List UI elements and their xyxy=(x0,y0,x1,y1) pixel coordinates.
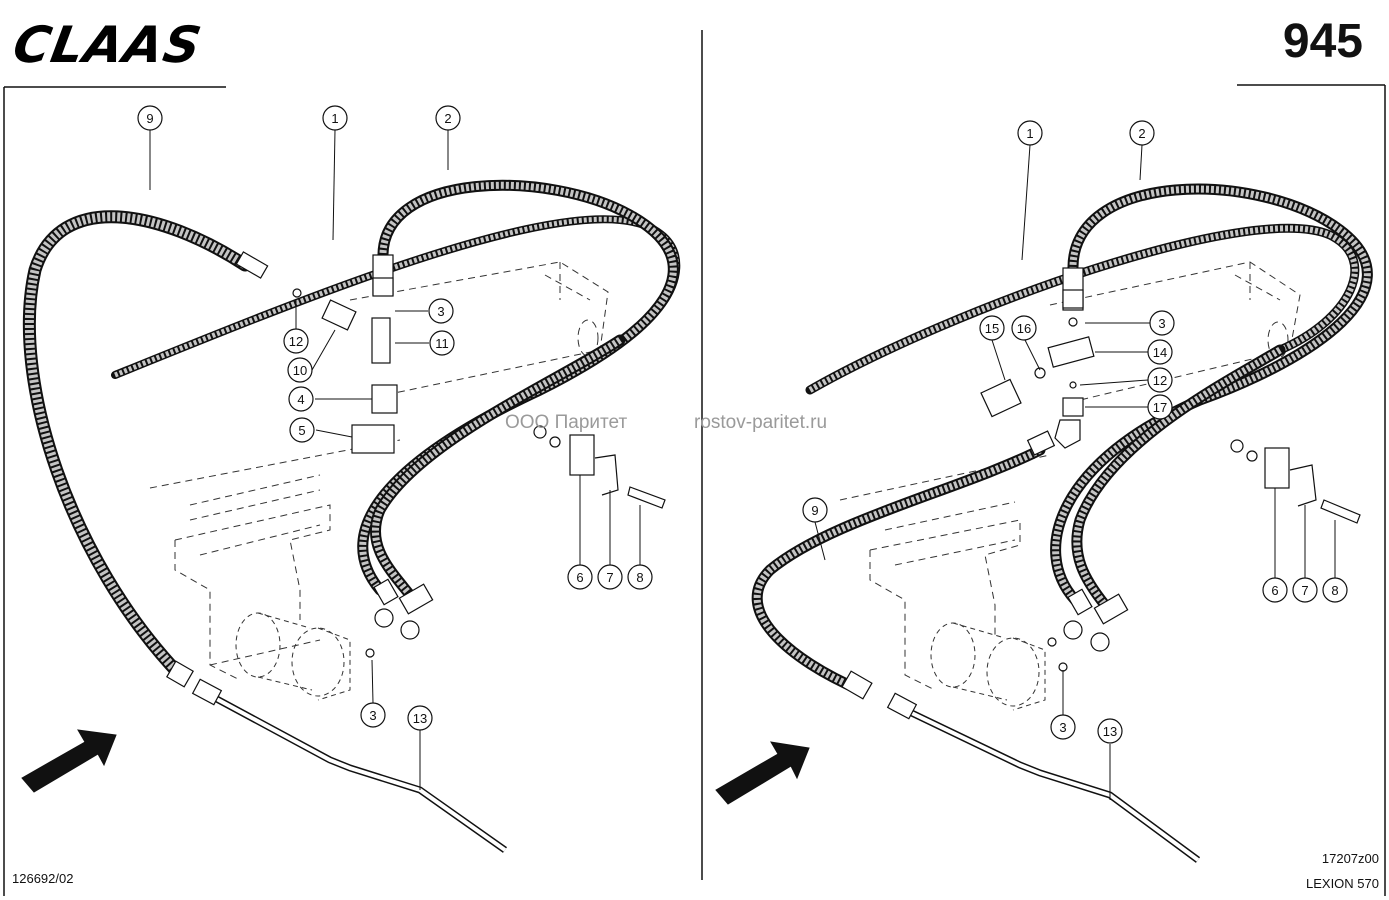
right-callout-label: 9 xyxy=(811,503,818,518)
page-number: 945 xyxy=(1282,15,1363,68)
right-callout-circle xyxy=(1322,577,1348,603)
left-callout-label: 8 xyxy=(636,570,643,585)
right-callout-circle xyxy=(1097,718,1123,744)
left-callout-label: 5 xyxy=(298,423,305,438)
left-callout-circle xyxy=(428,298,454,324)
right-callout-label: 3 xyxy=(1059,720,1066,735)
watermark-company: ООО Паритет xyxy=(505,412,628,433)
left-callout-circle xyxy=(407,705,433,731)
right-callout-circle xyxy=(1149,310,1175,336)
right-callout-label: 2 xyxy=(1138,126,1145,141)
right-pipe xyxy=(886,692,1201,863)
right-leader-lines xyxy=(814,144,1336,800)
right-callout-label: 14 xyxy=(1153,345,1167,360)
left-callout-circle xyxy=(429,330,455,356)
right-motor xyxy=(930,622,1046,711)
right-callout-circle xyxy=(1129,120,1155,146)
left-callout-label: 2 xyxy=(444,111,451,126)
left-hoses xyxy=(22,179,681,682)
left-callout-label: 11 xyxy=(435,336,449,351)
left-callout-circle xyxy=(435,105,461,131)
left-callout-label: 12 xyxy=(289,334,303,349)
left-direction-arrow xyxy=(21,729,117,793)
left-motor xyxy=(235,612,351,701)
right-callout-circle xyxy=(1017,120,1043,146)
left-callout-circle xyxy=(360,702,386,728)
right-callout-circle xyxy=(1011,315,1037,341)
left-callout-circle xyxy=(287,357,313,383)
left-callout-label: 4 xyxy=(297,392,304,407)
right-assembly xyxy=(715,144,1373,863)
left-callout-label: 6 xyxy=(576,570,583,585)
right-callout-circle xyxy=(1292,577,1318,603)
left-callout-label: 3 xyxy=(437,304,444,319)
left-callout-label: 1 xyxy=(331,111,338,126)
right-callout-label: 13 xyxy=(1103,724,1117,739)
footer-model: LEXION 570 xyxy=(1306,876,1379,891)
right-callout-label: 1 xyxy=(1026,126,1033,141)
footer-right-code: 17207z00 xyxy=(1321,851,1379,866)
left-callout-label: 9 xyxy=(146,111,153,126)
left-callout-circle xyxy=(288,386,314,412)
footer-left-code: 126692/02 xyxy=(12,871,74,886)
right-direction-arrow xyxy=(715,741,810,805)
left-callout-circle xyxy=(567,564,593,590)
frame-lines xyxy=(3,30,1386,896)
right-callout-label: 15 xyxy=(985,321,999,336)
left-pipe xyxy=(191,678,508,853)
right-callout-circle xyxy=(1147,394,1173,420)
right-callout-circle xyxy=(802,497,828,523)
right-callout-label: 6 xyxy=(1271,583,1278,598)
right-frame-outline xyxy=(839,261,1301,691)
right-callout-label: 17 xyxy=(1153,400,1167,415)
right-callout-circle xyxy=(1050,714,1076,740)
left-callout-circle xyxy=(289,417,315,443)
left-callout-circle xyxy=(283,328,309,354)
left-assembly xyxy=(21,129,681,853)
left-frame-outline xyxy=(149,261,609,681)
left-callout-label: 13 xyxy=(413,711,427,726)
right-callout-circle xyxy=(1147,367,1173,393)
left-callout-circle xyxy=(597,564,623,590)
left-callout-circle xyxy=(322,105,348,131)
left-callout-circle xyxy=(627,564,653,590)
right-callout-circle xyxy=(979,315,1005,341)
right-callout-label: 3 xyxy=(1158,316,1165,331)
right-callout-circle xyxy=(1147,339,1173,365)
right-callout-label: 16 xyxy=(1017,321,1031,336)
left-callout-label: 10 xyxy=(293,363,307,378)
left-callout-label: 3 xyxy=(369,708,376,723)
watermark-site: rostov-paritet.ru xyxy=(694,412,828,433)
left-callout-circle xyxy=(137,105,163,131)
right-fittings xyxy=(841,267,1361,700)
right-hoses xyxy=(751,183,1373,696)
right-callout-circle xyxy=(1262,577,1288,603)
right-callout-label: 8 xyxy=(1331,583,1338,598)
right-callout-label: 12 xyxy=(1153,373,1167,388)
right-callout-label: 7 xyxy=(1301,583,1308,598)
left-callout-label: 7 xyxy=(606,570,613,585)
